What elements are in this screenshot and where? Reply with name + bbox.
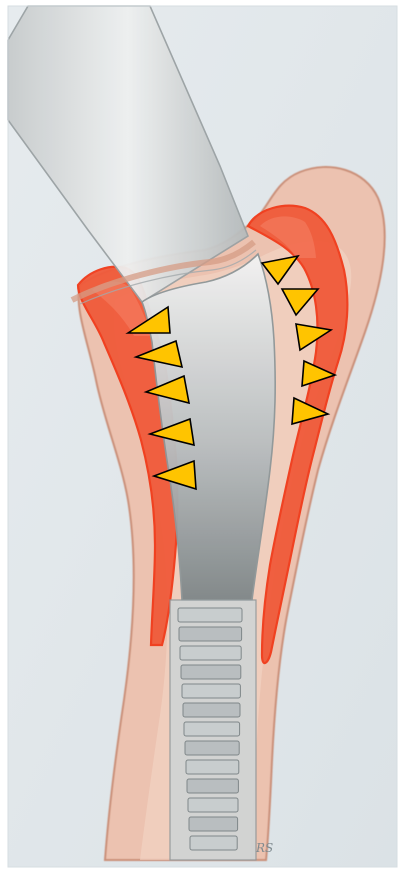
distal-ribbed-segment [170, 600, 256, 860]
rib-10 [187, 779, 238, 793]
rib-9 [186, 760, 239, 774]
rib-1 [178, 608, 242, 622]
rib-7 [184, 722, 240, 736]
rib-6 [183, 703, 240, 717]
artist-signature: RS [255, 841, 273, 855]
rib-8 [185, 741, 239, 755]
rib-4 [181, 665, 241, 679]
rib-3 [180, 646, 241, 660]
rib-2 [179, 627, 242, 641]
rib-5 [182, 684, 240, 698]
rib-12 [189, 817, 238, 831]
rib-11 [188, 798, 238, 812]
rib-13 [190, 836, 237, 850]
